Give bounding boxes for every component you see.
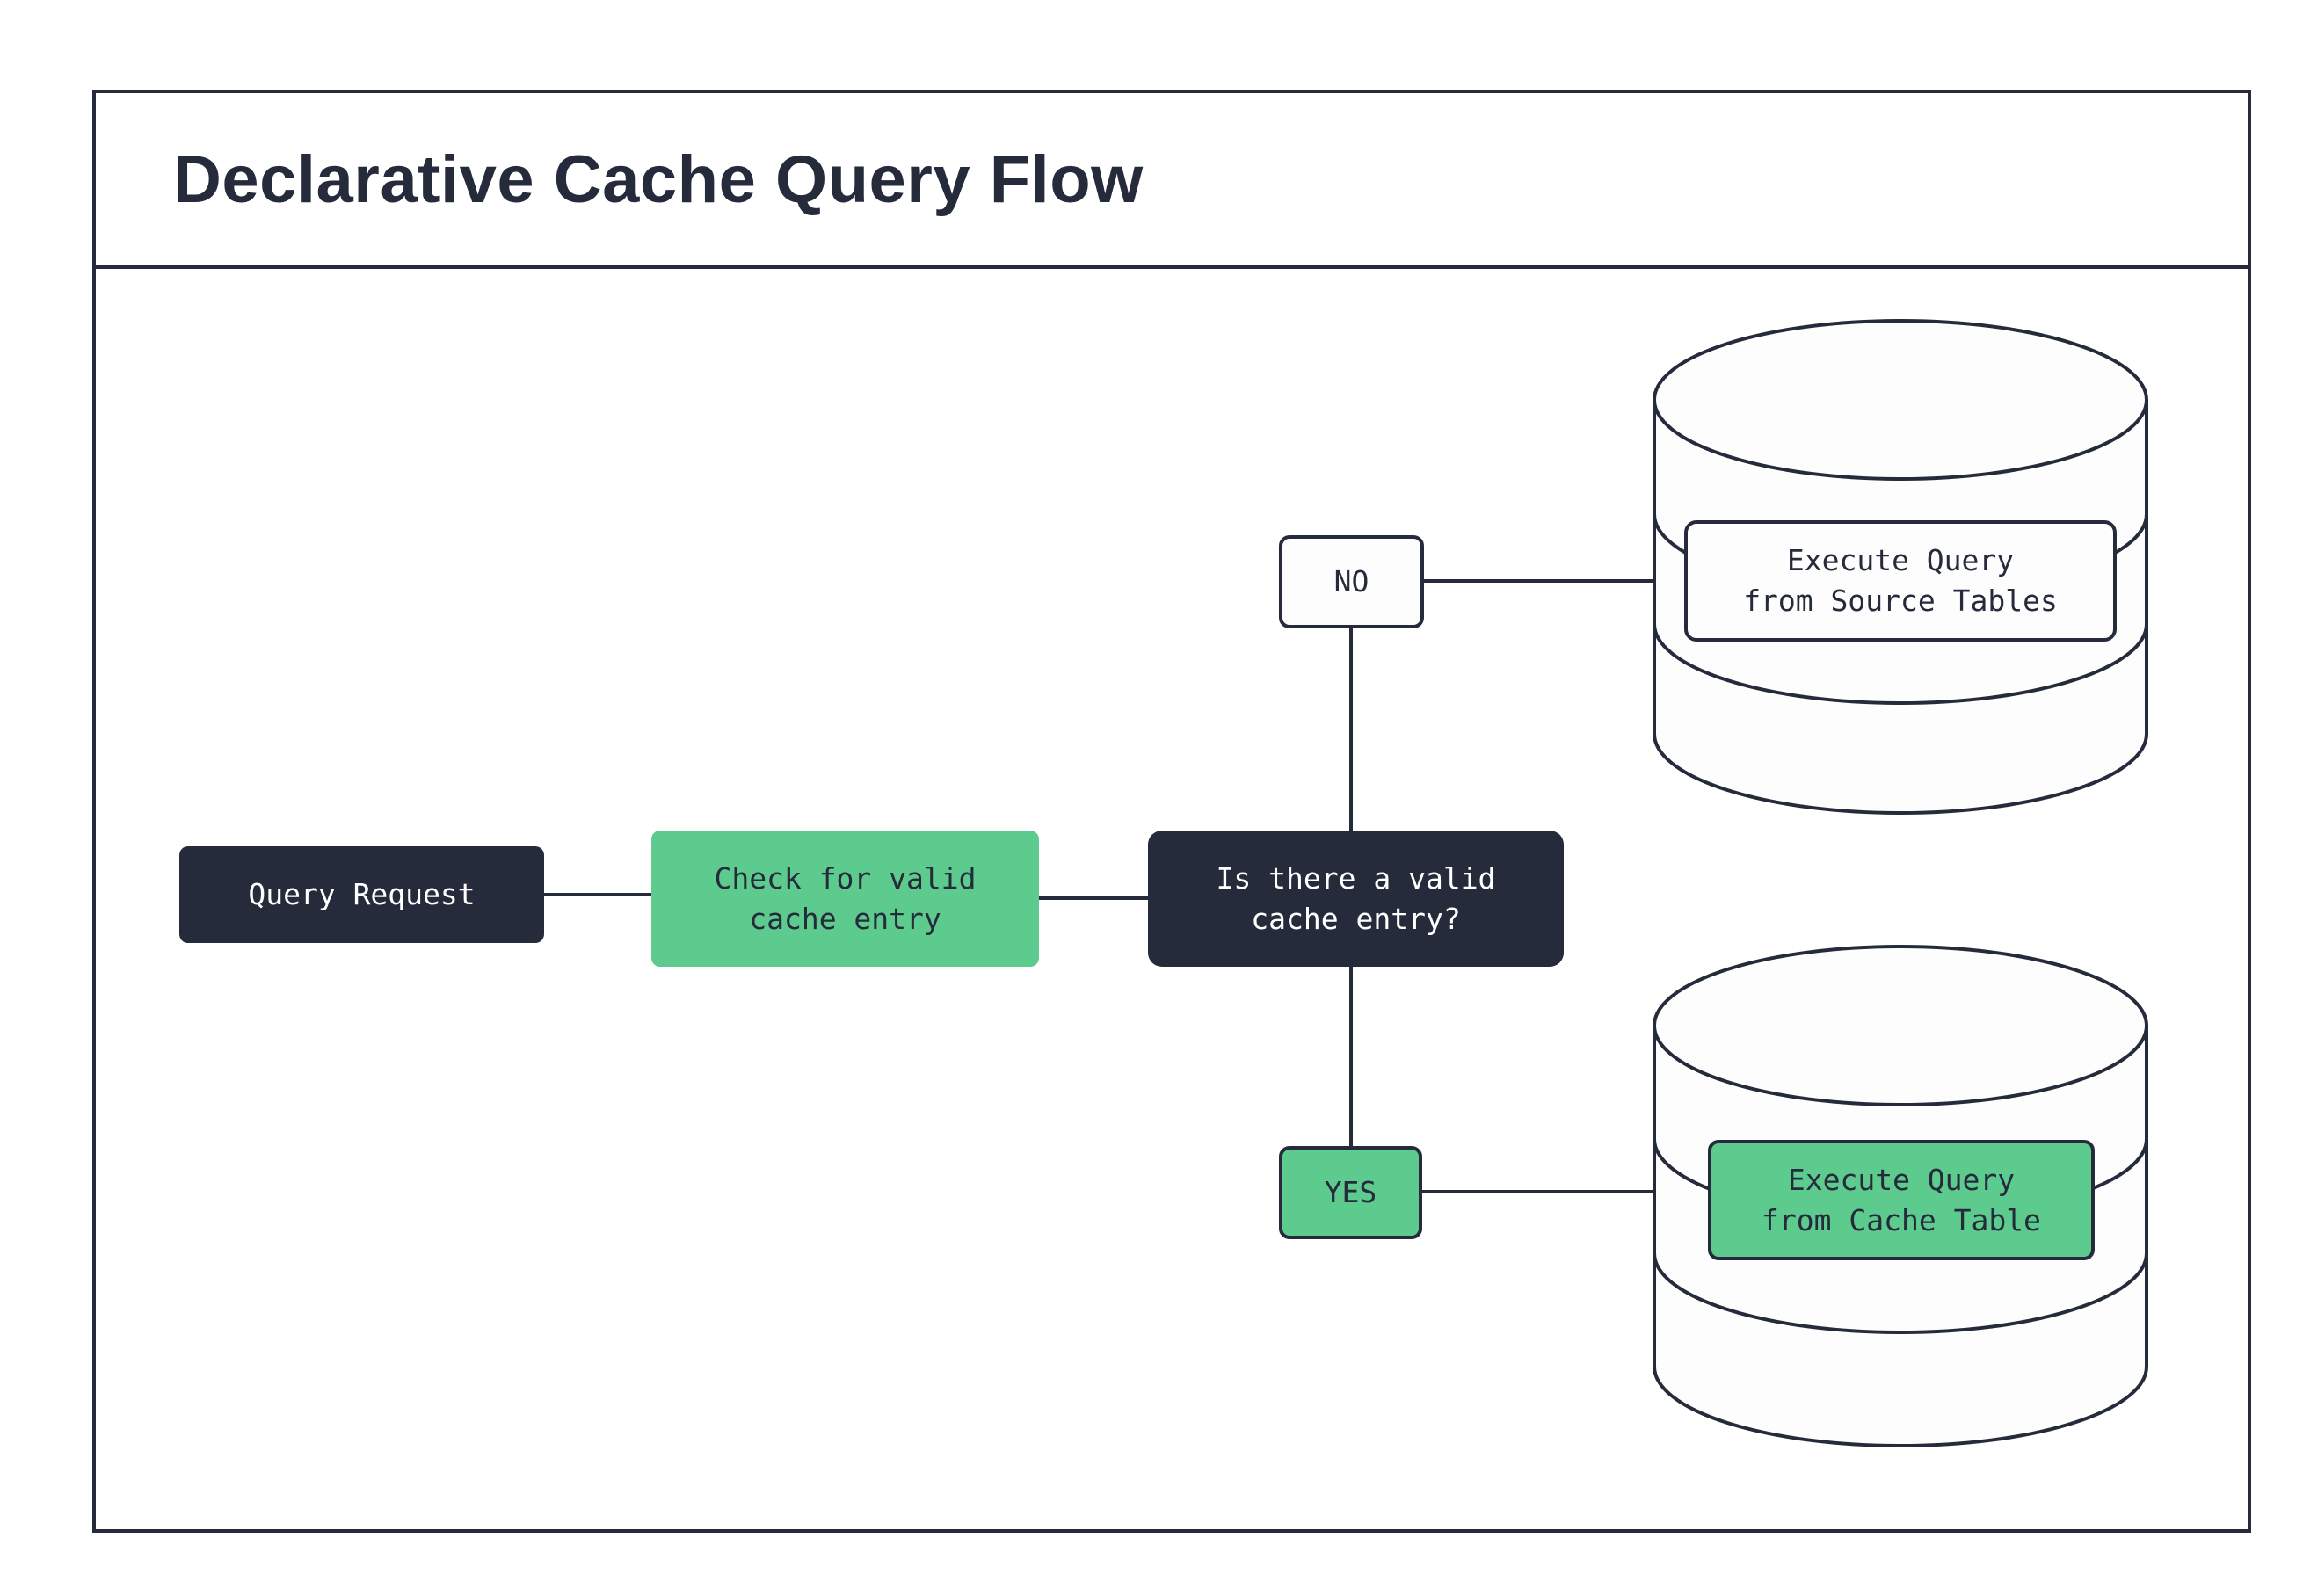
decision-label-line1: Is there a valid [1216,860,1496,896]
execute-cache-table-node: Execute Query from Cache Table [1708,1140,2095,1260]
diagram-frame: Declarative Cache Query Flow [92,90,2251,1533]
check-cache-label-line1: Check for valid [714,860,977,896]
no-branch-node: NO [1279,535,1424,628]
execute-cache-table-line2: from Cache Table [1762,1202,2041,1237]
execute-source-tables-line1: Execute Query [1786,543,2015,578]
yes-branch-label: YES [1324,1175,1377,1210]
decision-node: Is there a valid cache entry? [1148,831,1564,967]
check-cache-label-line2: cache entry [749,901,941,936]
no-branch-label: NO [1333,564,1369,599]
check-cache-node: Check for valid cache entry [651,831,1039,967]
query-request-node: Query Request [179,846,544,943]
decision-label-line2: cache entry? [1251,901,1461,936]
yes-branch-node: YES [1279,1146,1422,1239]
execute-cache-table-line1: Execute Query [1787,1162,2016,1197]
execute-source-tables-line2: from Source Tables [1743,584,2058,618]
execute-source-tables-node: Execute Query from Source Tables [1684,520,2117,642]
page-title: Declarative Cache Query Flow [173,141,1144,217]
query-request-label: Query Request [248,877,476,912]
title-bar: Declarative Cache Query Flow [96,93,2248,269]
